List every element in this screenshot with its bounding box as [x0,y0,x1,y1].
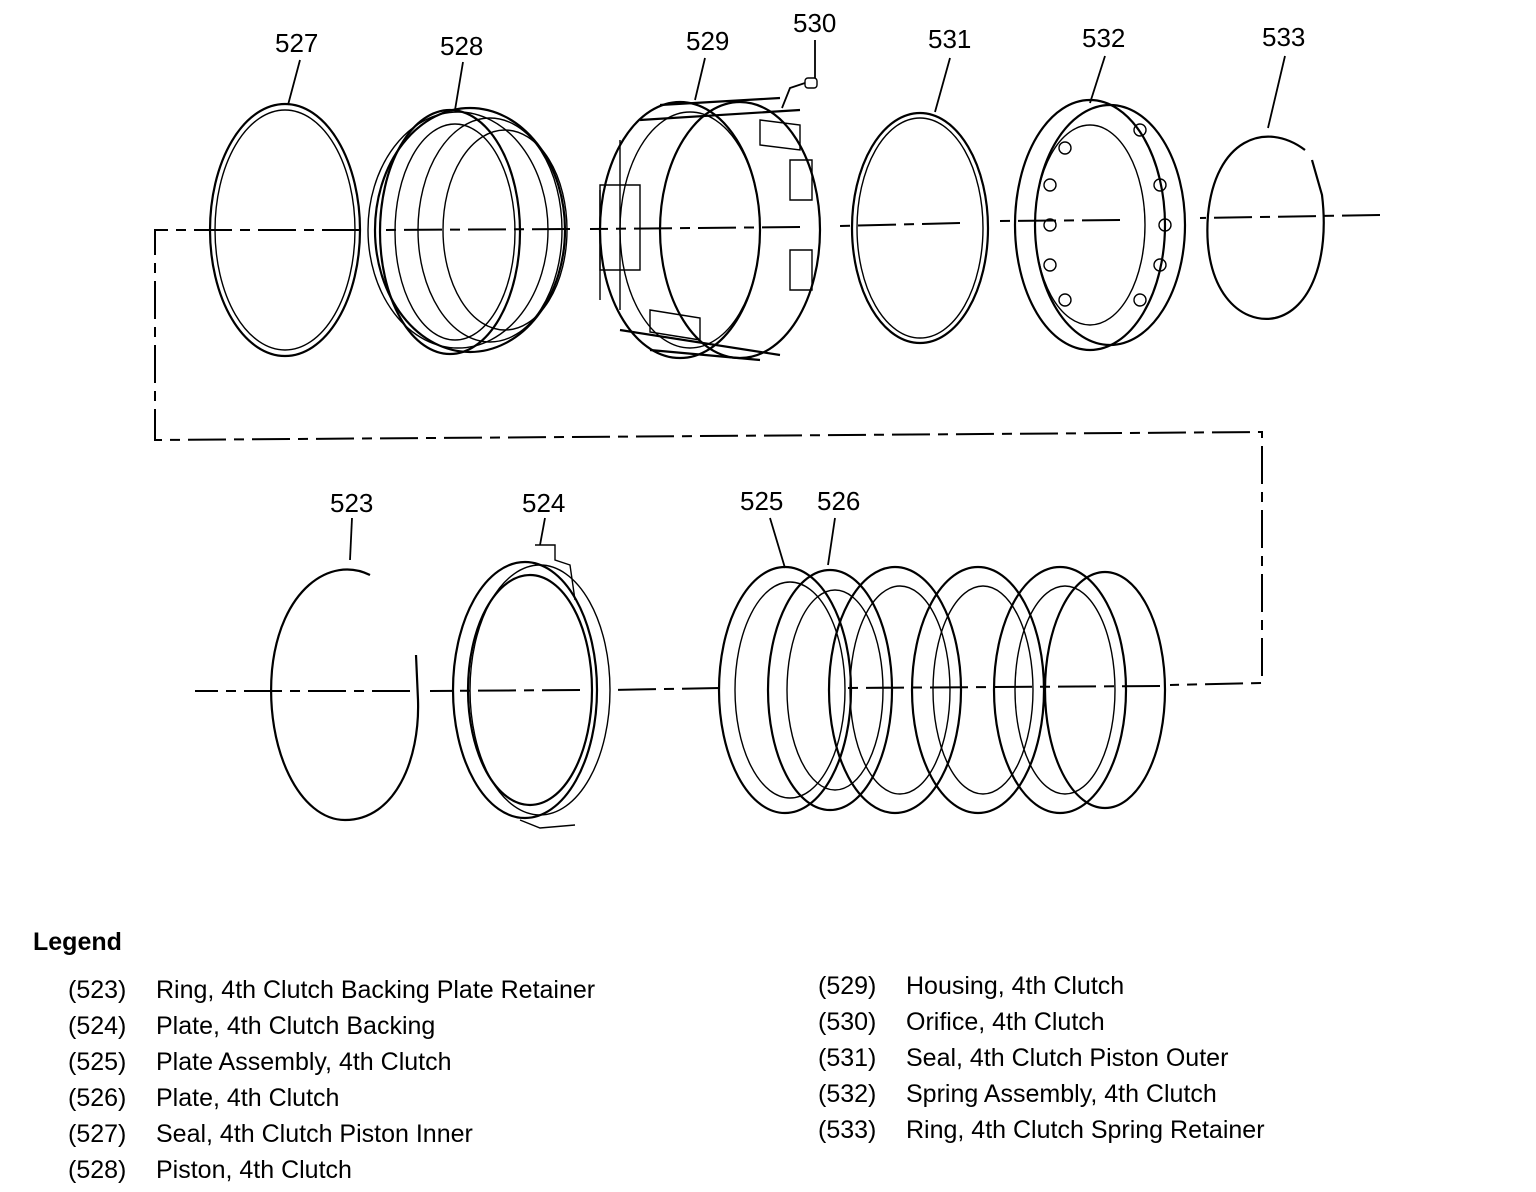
callout-524: 524 [522,488,565,518]
legend-entry-531: (531)Seal, 4th Clutch Piston Outer [818,1044,1229,1072]
legend-entry-530: (530)Orifice, 4th Clutch [818,1008,1105,1036]
legend-entry-527: (527)Seal, 4th Clutch Piston Inner [68,1120,473,1148]
callout-531: 531 [928,24,971,54]
callout-528: 528 [440,31,483,61]
callout-leader-lines [287,40,1286,569]
exploded-view-diagram: 527 528 529 530 531 532 533 523 524 525 … [154,8,1381,829]
callout-532: 532 [1082,23,1125,53]
part-527-seal-inner [208,102,362,358]
legend-left-column: (523)Ring, 4th Clutch Backing Plate Reta… [68,976,595,1192]
legend-entry-525: (525)Plate Assembly, 4th Clutch [68,1048,452,1076]
callout-527: 527 [275,28,318,58]
assembly-centerline [154,214,1381,692]
part-525-526-clutch-plate-stack [717,565,1167,815]
legend-entry-532: (532)Spring Assembly, 4th Clutch [818,1080,1217,1108]
part-523-backing-plate-retainer-ring [270,568,420,822]
legend-entry-524: (524)Plate, 4th Clutch Backing [68,1012,436,1040]
legend-entry-523: (523)Ring, 4th Clutch Backing Plate Reta… [68,976,596,1004]
part-532-spring-assembly [1013,98,1187,352]
legend-entry-529: (529)Housing, 4th Clutch [818,972,1125,1000]
callout-525: 525 [740,486,783,516]
callout-526: 526 [817,486,860,516]
callout-533: 533 [1262,22,1305,52]
part-524-backing-plate [451,544,611,829]
part-530-orifice [804,77,818,89]
part-533-spring-retainer-ring [1206,135,1325,320]
legend: Legend (523)Ring, 4th Clutch Backing Pla… [0,920,1536,1190]
part-531-seal-outer [850,111,990,345]
callout-530: 530 [793,8,836,38]
callout-529: 529 [686,26,729,56]
legend-right-column: (529)Housing, 4th Clutch (530)Orifice, 4… [818,972,1265,1152]
legend-entry-528: (528)Piston, 4th Clutch [68,1156,352,1184]
callout-523: 523 [330,488,373,518]
part-528-piston [367,106,568,356]
legend-title: Legend [33,928,122,956]
legend-entry-526: (526)Plate, 4th Clutch [68,1084,340,1112]
part-529-housing [598,96,822,362]
legend-entry-533: (533)Ring, 4th Clutch Spring Retainer [818,1116,1265,1144]
